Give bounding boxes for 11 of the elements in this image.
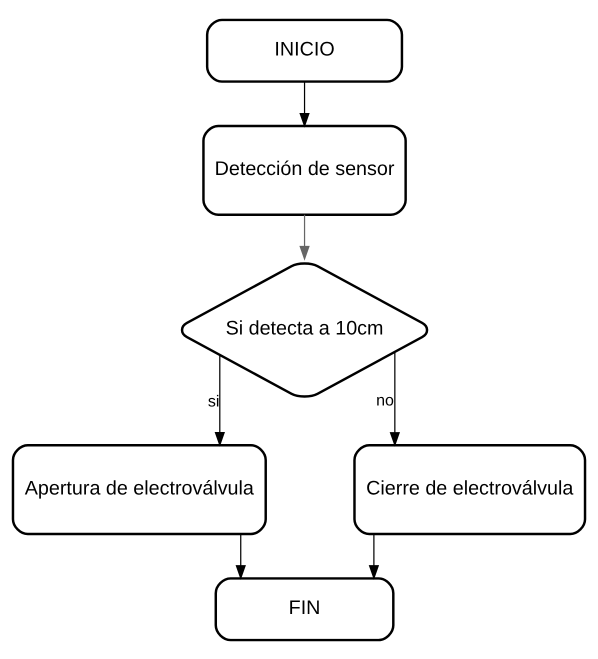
node-box: Cierre de electroválvula xyxy=(353,444,586,535)
node-box: Detección de sensor xyxy=(202,124,407,216)
arrow xyxy=(368,534,380,580)
node-box: INICIO xyxy=(206,18,404,82)
arrow xyxy=(390,352,400,446)
node-box: Apertura de electroválvula xyxy=(12,444,267,535)
arrow xyxy=(299,81,310,128)
arrow xyxy=(299,214,310,260)
arrow xyxy=(236,534,246,580)
arrow xyxy=(214,354,225,446)
node-box: FIN xyxy=(214,576,395,641)
